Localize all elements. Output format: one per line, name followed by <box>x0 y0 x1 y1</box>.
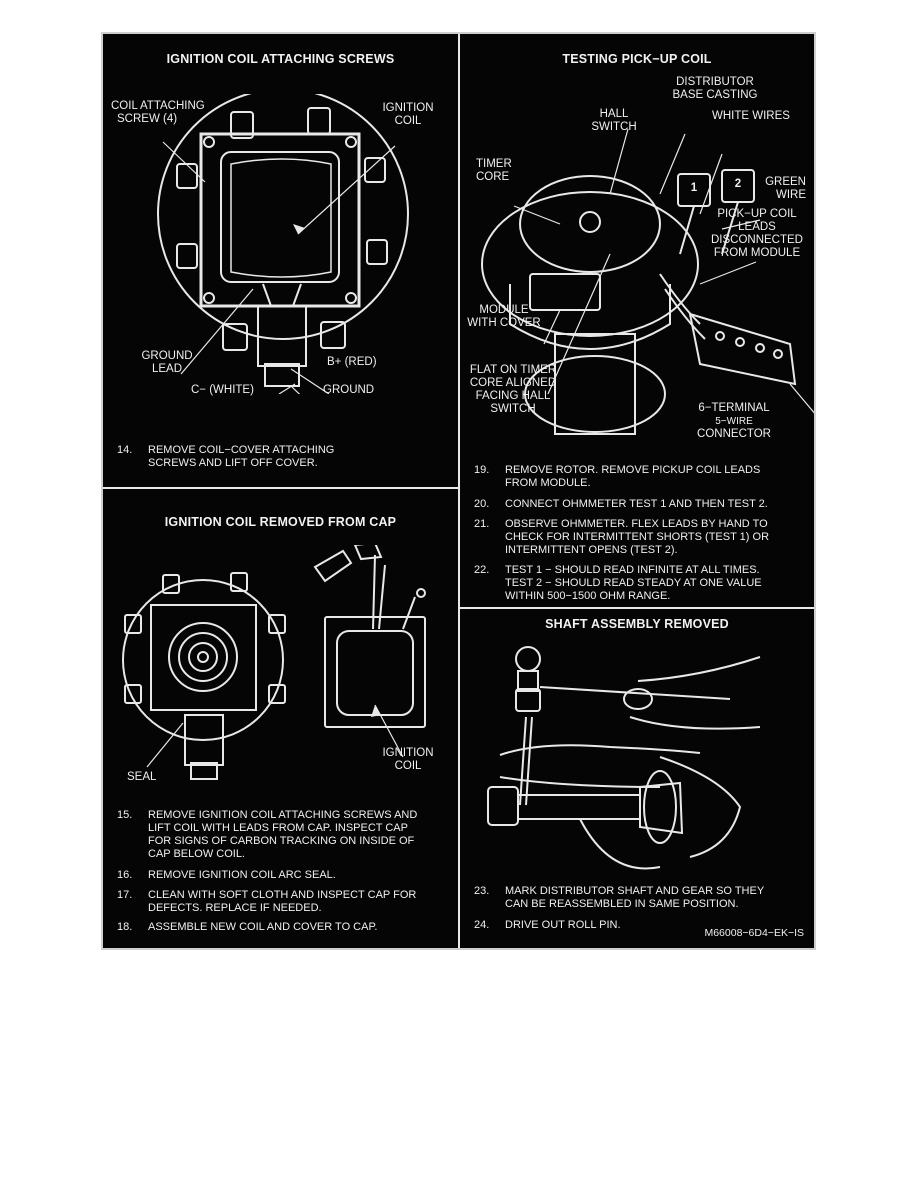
label-green-wire: GREEN WIRE <box>765 176 806 201</box>
step-18: 18. ASSEMBLE NEW COIL AND COVER TO CAP. <box>117 921 378 933</box>
step-24: 24. DRIVE OUT ROLL PIN. <box>474 919 621 931</box>
label-seal: SEAL <box>127 771 157 783</box>
panel-title: IGNITION COIL REMOVED FROM CAP <box>164 515 397 529</box>
label-ignition-coil: IGNITION COIL <box>382 747 434 772</box>
distributor-pickup-illustration <box>460 74 814 454</box>
step-16: 16. REMOVE IGNITION COIL ARC SEAL. <box>117 869 336 881</box>
meter-test-2-number: 2 <box>734 178 742 190</box>
step-15: 15. REMOVE IGNITION COIL ATTACHING SCREW… <box>117 809 418 860</box>
coil-cover-illustration <box>103 94 458 394</box>
label-ignition-coil: IGNITION COIL <box>382 102 434 127</box>
label-c-minus-white: C− (WHITE) <box>191 384 254 396</box>
label-ground: GROUND <box>323 384 375 396</box>
left-horizontal-divider <box>103 487 458 489</box>
label-white-wires: WHITE WIRES <box>712 110 790 122</box>
vertical-divider <box>458 34 460 948</box>
step-23: 23. MARK DISTRIBUTOR SHAFT AND GEAR SO T… <box>474 885 765 910</box>
panel-coil-attaching-screws: IGNITION COIL ATTACHING SCREWS <box>103 34 458 487</box>
figure-code: M66008−6D4−EK−IS <box>704 927 804 939</box>
panel-title: IGNITION COIL ATTACHING SCREWS <box>166 52 395 66</box>
label-pickup-coil-leads-disconnected: PICK−UP COIL LEADS DISCONNECTED FROM MOD… <box>710 208 803 259</box>
label-b-plus-red: B+ (RED) <box>327 356 377 368</box>
label-hall-switch: HALL SWITCH <box>591 108 637 133</box>
step-21: 21. OBSERVE OHMMETER. FLEX LEADS BY HAND… <box>474 518 770 556</box>
meter-test-1-number: 1 <box>690 182 698 194</box>
label-ground-lead: GROUND LEAD <box>141 350 193 375</box>
step-17: 17. CLEAN WITH SOFT CLOTH AND INSPECT CA… <box>117 889 417 914</box>
figure-sheet: IGNITION COIL ATTACHING SCREWS <box>101 32 816 950</box>
label-module-with-cover: MODULE WITH COVER <box>467 304 541 329</box>
panel-title: SHAFT ASSEMBLY REMOVED <box>545 617 729 631</box>
panel-shaft-assembly-removed: SHAFT ASSEMBLY REMOVED <box>460 609 814 948</box>
label-6-terminal-connector: 6−TERMINAL 5−WIRE CONNECTOR <box>697 402 771 440</box>
cap-and-coil-illustration <box>103 545 458 795</box>
right-horizontal-divider <box>460 607 814 609</box>
label-flat-on-timer-core: FLAT ON TIMER CORE ALIGNED FACING HALL S… <box>469 364 557 415</box>
panel-testing-pickup-coil: TESTING PICK−UP COIL <box>460 34 814 607</box>
step-20: 20. CONNECT OHMMETER TEST 1 AND THEN TES… <box>474 498 768 510</box>
label-distributor-base-casting: DISTRIBUTOR BASE CASTING <box>672 76 758 101</box>
panel-coil-removed: IGNITION COIL REMOVED FROM CAP <box>103 489 458 948</box>
step-22: 22. TEST 1 − SHOULD READ INFINITE AT ALL… <box>474 564 762 602</box>
label-coil-attaching-screw: COIL ATTACHING SCREW (4) <box>111 100 205 125</box>
shaft-removal-illustration <box>460 637 814 877</box>
step-19: 19. REMOVE ROTOR. REMOVE PICKUP COIL LEA… <box>474 464 761 489</box>
panel-title: TESTING PICK−UP COIL <box>562 52 712 66</box>
label-timer-core: TIMER CORE <box>476 158 512 183</box>
